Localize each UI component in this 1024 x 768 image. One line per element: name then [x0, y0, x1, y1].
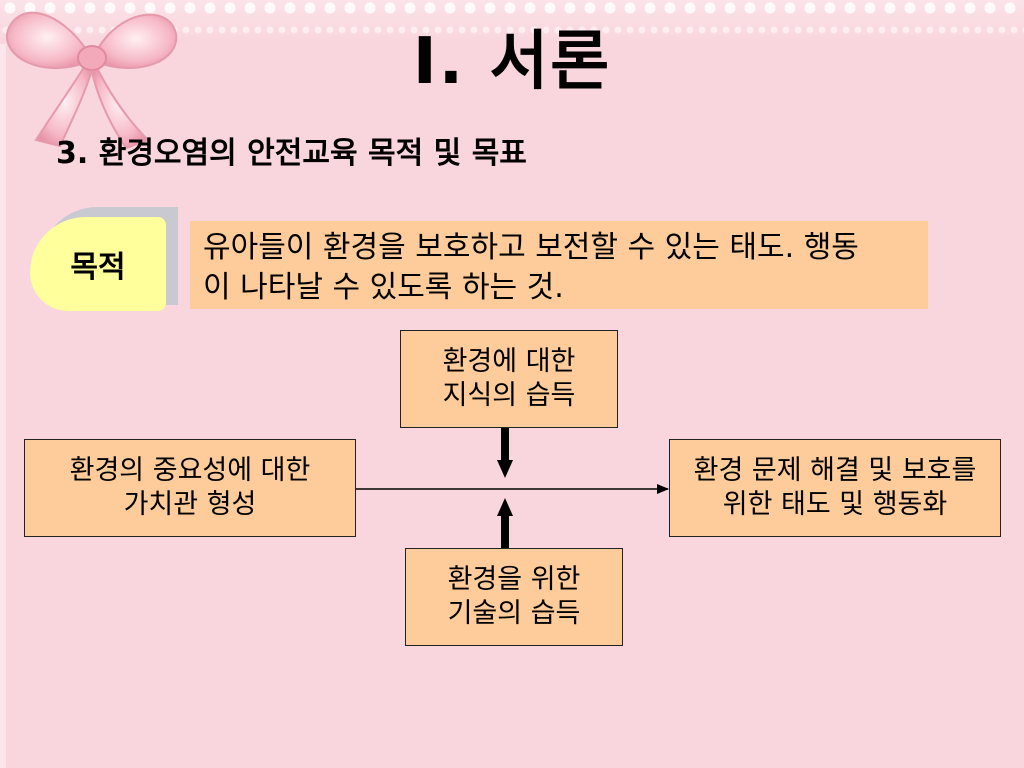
lace-border-left: [0, 44, 6, 768]
purpose-description: 유아들이 환경을 보호하고 보전할 수 있는 태도. 행동 이 나타날 수 있도…: [190, 221, 928, 309]
box-skill-acquisition: 환경을 위한 기술의 습득: [405, 548, 623, 646]
box-attitude-action: 환경 문제 해결 및 보호를 위한 태도 및 행동화: [669, 439, 1001, 537]
box-value-formation: 환경의 중요성에 대한 가치관 형성: [24, 439, 356, 537]
box-top-line-1: 환경에 대한: [442, 346, 576, 377]
box-left-line-1: 환경의 중요성에 대한: [69, 455, 311, 486]
box-right-line-2: 위한 태도 및 행동화: [722, 489, 948, 520]
purpose-badge: 목적: [30, 217, 166, 311]
box-left-line-2: 가치관 형성: [123, 489, 257, 520]
box-right-line-1: 환경 문제 해결 및 보호를: [693, 455, 977, 486]
arrow-top-down-head: [497, 460, 513, 478]
purpose-line-1: 유아들이 환경을 보호하고 보전할 수 있는 태도. 행동: [203, 230, 859, 265]
box-bottom-line-2: 기술의 습득: [447, 598, 581, 629]
section-subtitle: 3. 환경오염의 안전교육 목적 및 목표: [56, 136, 527, 171]
box-top-line-2: 지식의 습득: [442, 380, 576, 411]
arrow-bottom-up-head: [497, 498, 513, 516]
box-knowledge-acquisition: 환경에 대한 지식의 습득: [400, 330, 618, 428]
page-title: Ⅰ. 서론: [412, 25, 612, 99]
pink-bow-icon: [5, 11, 178, 150]
purpose-line-2: 이 나타날 수 있도록 하는 것.: [203, 270, 564, 305]
box-bottom-line-1: 환경을 위한: [447, 564, 581, 595]
